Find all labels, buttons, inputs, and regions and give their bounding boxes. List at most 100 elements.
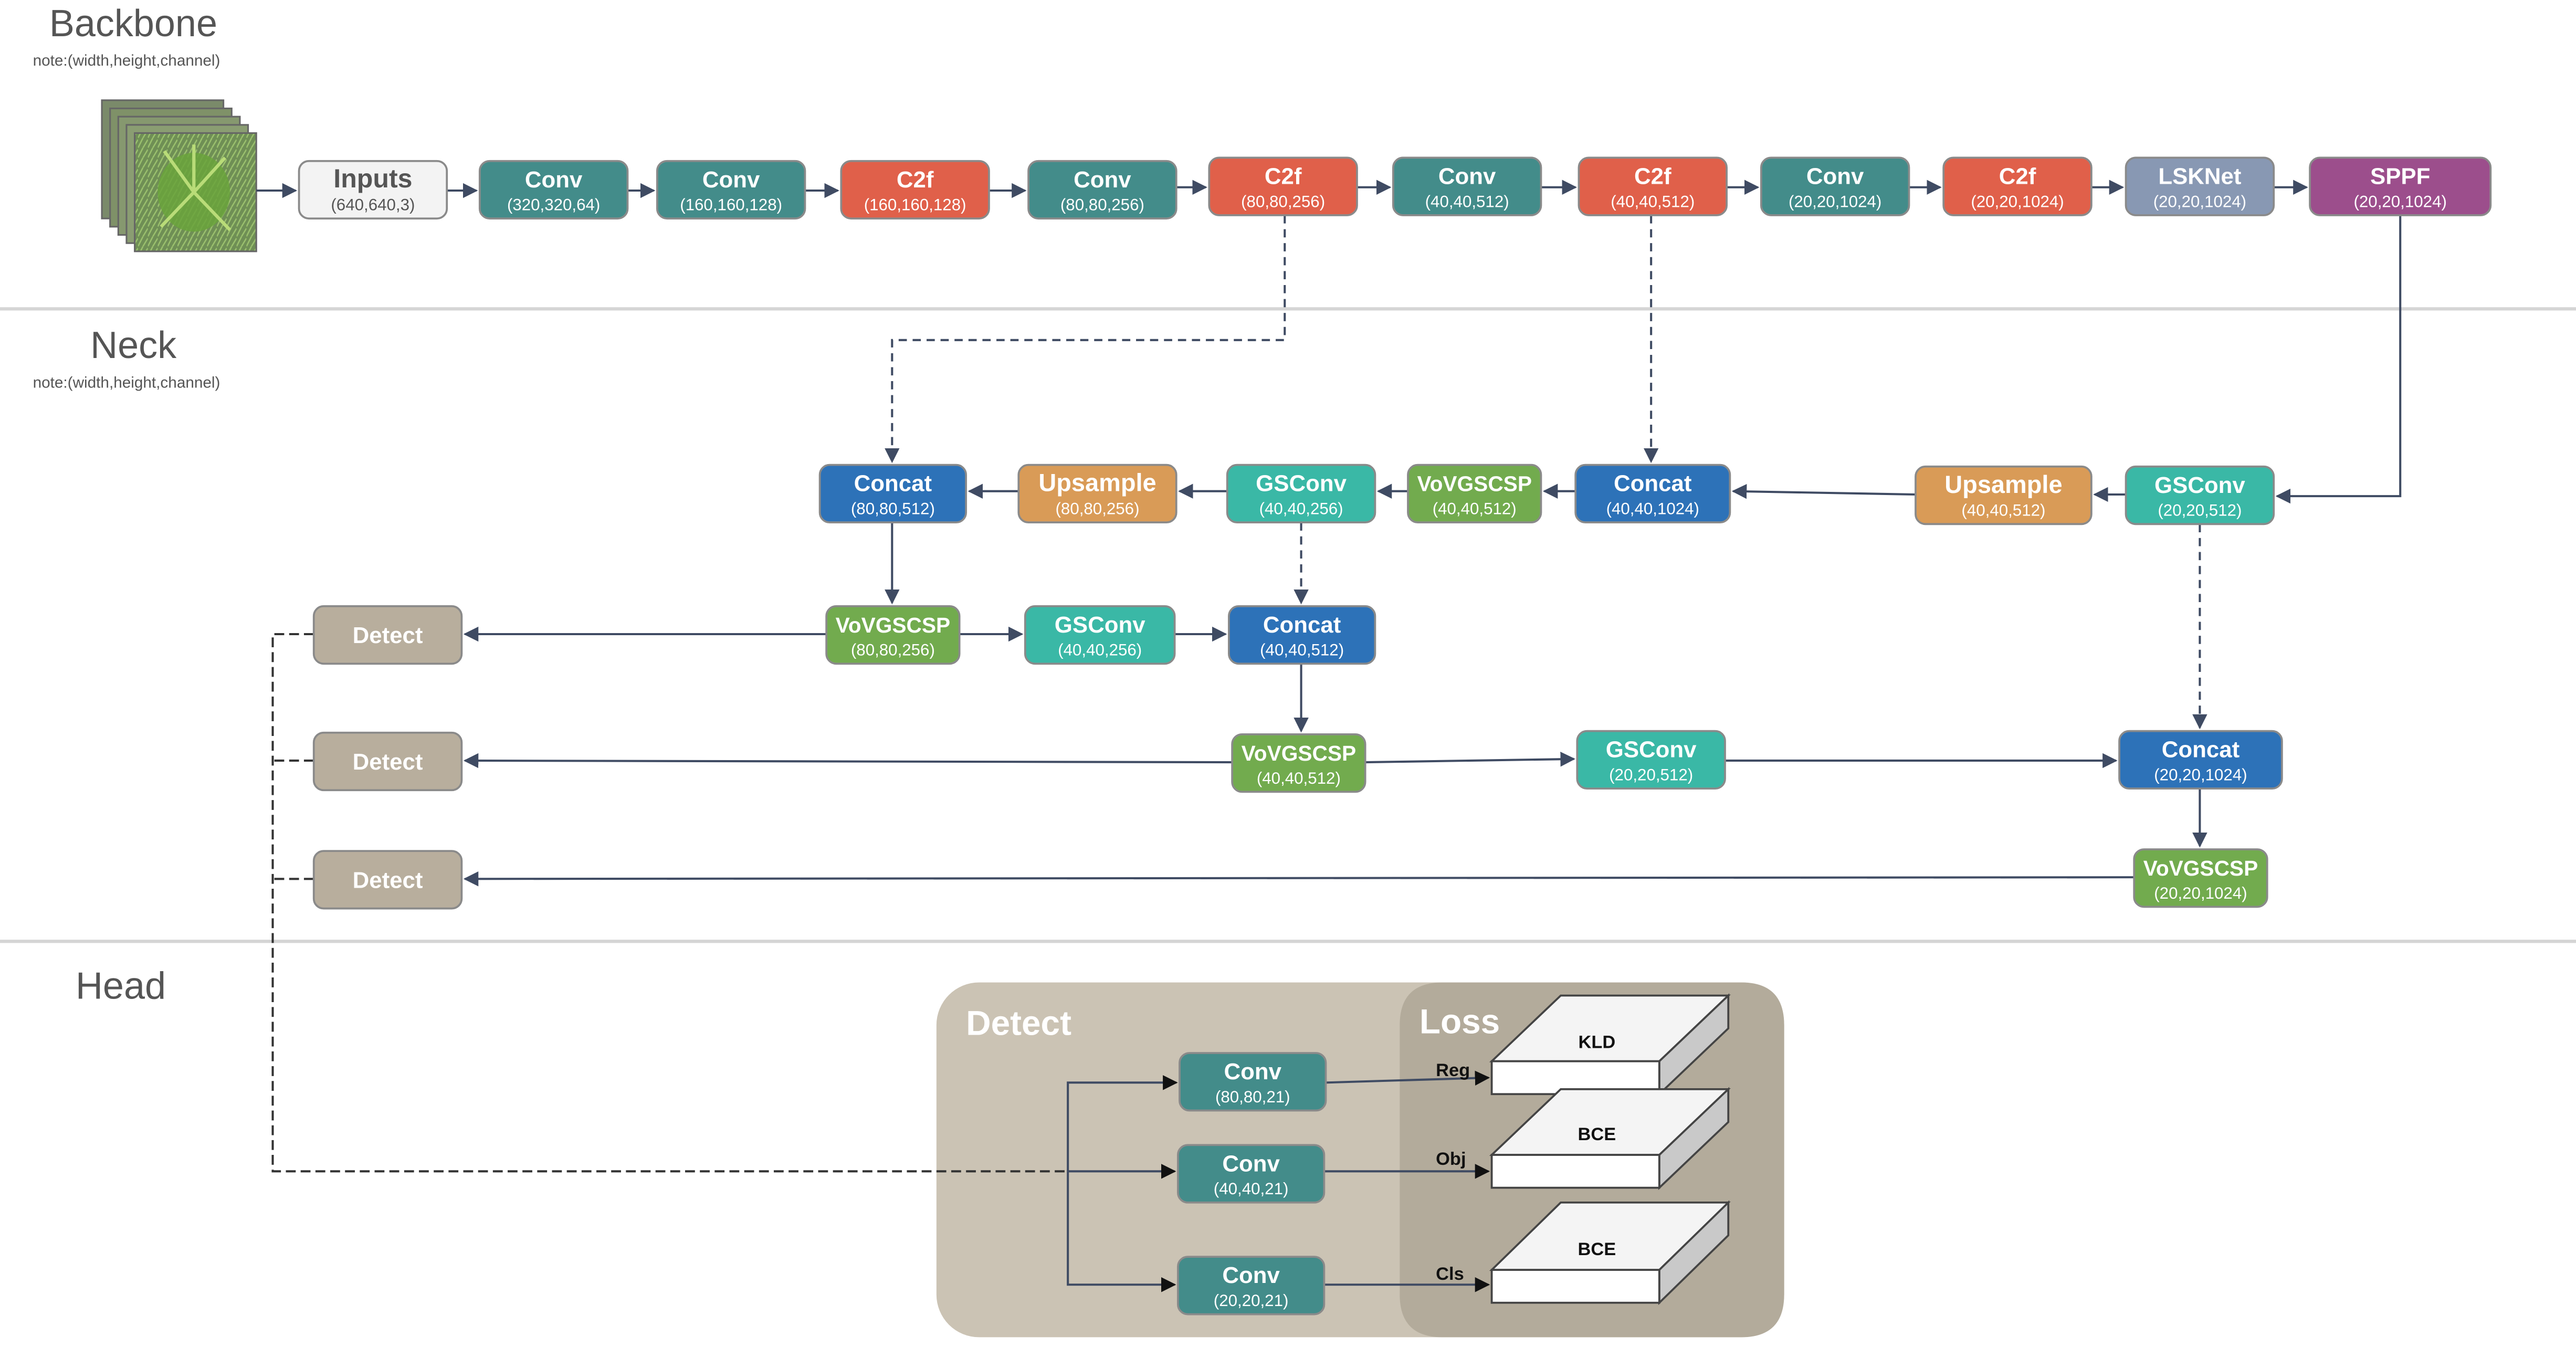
- hconv1-size: (80,80,21): [1215, 1088, 1290, 1106]
- concat4-node: Concat (20,20,1024): [2118, 730, 2283, 790]
- conv5-name: Conv: [1806, 164, 1864, 190]
- concat3-name: Concat: [1263, 612, 1341, 638]
- gs2-node: GSConv (20,20,512): [2125, 465, 2275, 525]
- conv1-box: [478, 160, 629, 220]
- hconv3-node: Conv(20,20,21): [1176, 1256, 1326, 1316]
- sppf-name: SPPF: [2370, 164, 2430, 190]
- vov1-size: (40,40,512): [1433, 500, 1517, 518]
- neck-title: Neck: [90, 324, 177, 366]
- loss-bce-obj-block: BCE: [1489, 1087, 1731, 1191]
- concat2-node: Concat(40,40,1024): [1574, 464, 1731, 524]
- concat1-size: (80,80,512): [851, 500, 935, 518]
- gs2-name: GSConv: [2154, 472, 2245, 498]
- gs1-node: GSConv(40,40,256): [1226, 464, 1376, 524]
- vov3-name: VoVGSCSP: [1242, 741, 1356, 765]
- det1-name: Detect: [353, 623, 423, 648]
- conv3-size: (80,80,256): [1060, 196, 1144, 214]
- c2f1-box: [840, 160, 990, 220]
- det3-node: Detect: [312, 850, 463, 910]
- c2f3-name: C2f: [1634, 164, 1671, 190]
- up1-name: Upsample: [1038, 469, 1156, 497]
- vov2-name: VoVGSCSP: [836, 613, 950, 637]
- concat4-box: [2118, 730, 2283, 790]
- lsknet-size: (20,20,1024): [2153, 192, 2246, 211]
- conv5-box: [1760, 156, 1910, 216]
- c2f4-name: C2f: [1999, 164, 2036, 190]
- concat4-name: Concat: [2162, 737, 2240, 763]
- concat3-node: Concat (40,40,512): [1227, 605, 1376, 665]
- det3-name: Detect: [353, 867, 423, 893]
- concat1-node: Concat(80,80,512): [818, 464, 968, 524]
- e-split-hconv1: [1067, 1075, 1178, 1172]
- inputs-box: [298, 160, 448, 220]
- up1-node: Upsample(80,80,256): [1017, 464, 1177, 524]
- c2f4-node: C2f(20,20,1024): [1942, 156, 2093, 216]
- loss-bce-cls-block: BCE: [1489, 1200, 1731, 1306]
- concat3-size: (40,40,512): [1260, 641, 1344, 659]
- up2-name: Upsample: [1944, 471, 2062, 498]
- up2-size: (40,40,512): [1961, 501, 2045, 520]
- concat2-box: [1574, 464, 1731, 524]
- sppf-size: (20,20,1024): [2353, 192, 2446, 211]
- concat2-size: (40,40,1024): [1606, 500, 1699, 518]
- gs4-size: (20,20,512): [1609, 766, 1693, 784]
- conv3-box: [1027, 160, 1177, 220]
- c2f2-box: [1208, 156, 1358, 216]
- conv1-node: Conv(320,320,64): [478, 160, 629, 220]
- loss-bce-cls-label: BCE: [1578, 1239, 1616, 1259]
- c2f1-name: C2f: [897, 167, 934, 193]
- e-sppf-gs2: [2275, 215, 2402, 504]
- hconv2-size: (40,40,21): [1214, 1180, 1289, 1198]
- c2f2-name: C2f: [1265, 164, 1302, 190]
- e-up2-concat2: [1731, 483, 1916, 499]
- up2-node: Upsample (40,40,512): [1915, 465, 2093, 525]
- up1-box: [1017, 464, 1177, 524]
- head-title: Head: [76, 965, 166, 1007]
- e-det-head-bus: [271, 633, 1068, 1173]
- hconv3-size: (20,20,21): [1214, 1291, 1289, 1310]
- vov3-node: VoVGSCSP(40,40,512): [1231, 733, 1366, 793]
- vov2-size: (80,80,256): [851, 641, 935, 659]
- reg-label: Reg: [1436, 1060, 1470, 1080]
- conv5-node: Conv(20,20,1024): [1760, 156, 1910, 216]
- loss-bce-obj-label: BCE: [1578, 1124, 1616, 1144]
- sppf-box: [2309, 156, 2492, 216]
- gs1-name: GSConv: [1256, 471, 1347, 497]
- gs1-box: [1226, 464, 1376, 524]
- hconv1-node: Conv (80,80,21): [1179, 1052, 1327, 1112]
- det3-box: [312, 850, 463, 910]
- vov3-box: [1231, 733, 1366, 793]
- gs4-node: GSConv(20,20,512): [1576, 730, 1726, 790]
- e-vov4-det3: [463, 871, 2135, 887]
- sppf-node: SPPF (20,20,1024): [2309, 156, 2492, 216]
- det2-name: Detect: [353, 749, 423, 775]
- c2f2-node: C2f(80,80,256): [1208, 156, 1358, 216]
- c2f3-size: (40,40,512): [1611, 192, 1695, 211]
- vov1-name: VoVGSCSP: [1417, 472, 1531, 496]
- vov1-node: VoVGSCSP (40,40,512): [1407, 464, 1542, 524]
- det1-box: [312, 605, 463, 665]
- conv2-name: Conv: [702, 167, 760, 193]
- neck-note: note:(width,height,channel): [33, 374, 220, 392]
- c2f3-box: [1578, 156, 1728, 216]
- det1-node: Detect: [312, 605, 463, 665]
- loss-kld-block: KLD: [1489, 993, 1731, 1097]
- lsknet-node: LSKNet(20,20,1024): [2125, 156, 2275, 216]
- backbone-note: note:(width,height,channel): [33, 52, 220, 69]
- vov4-name: VoVGSCSP: [2143, 856, 2258, 880]
- hconv2-box: [1176, 1144, 1326, 1204]
- inputs-name: Inputs: [333, 164, 412, 193]
- e-vov3-det2: [463, 753, 1233, 769]
- backbone-title: Backbone: [49, 3, 217, 45]
- gs3-size: (40,40,256): [1058, 641, 1142, 659]
- input-image-stack: [101, 99, 257, 252]
- conv2-box: [656, 160, 806, 220]
- gs2-size: (20,20,512): [2158, 501, 2242, 520]
- hconv1-name: Conv: [1224, 1059, 1281, 1085]
- c2f1-node: C2f(160,160,128): [840, 160, 990, 220]
- gs2-box: [2125, 465, 2275, 525]
- concat4-size: (20,20,1024): [2154, 766, 2247, 784]
- conv3-node: Conv(80,80,256): [1027, 160, 1177, 220]
- conv1-name: Conv: [525, 167, 583, 193]
